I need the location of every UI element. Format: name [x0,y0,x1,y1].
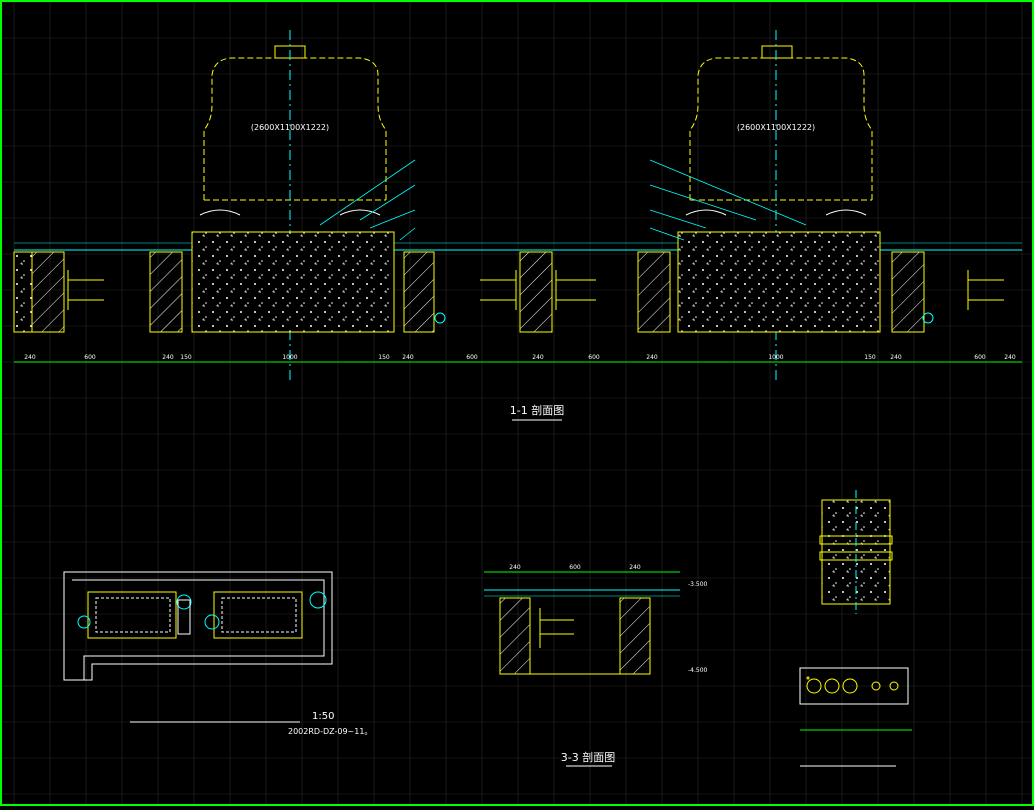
dimension-label: 240 [24,354,36,361]
foundation-right [678,232,880,332]
elev-3-3-top: -3.500 [688,581,708,588]
dimension-label: 600 [84,354,96,361]
dimension-label: 600 [588,354,600,361]
dimension-label: 600 [974,354,986,361]
plan-view: 1:50 2002RD-DZ-09~11。 [64,572,372,736]
dimension-label: 150 [864,354,876,361]
dimension-label: 240 [532,354,544,361]
section-3-3-title: 3-3 剖面图 [561,750,615,764]
plan-note-ref: 2002RD-DZ-09~11。 [288,727,372,736]
dimension-label: 600 [466,354,478,361]
dimension-label: 240 [646,354,658,361]
dimension-label: 150 [378,354,390,361]
plan-scale: 1:50 [312,711,334,722]
dimension-labels-1-1: 240 600 240 150 1000 150 240 600 240 600 240 1000 15… [24,354,1016,361]
dimension-label: 150 [180,354,192,361]
dim-3-3-b: 600 [569,564,581,571]
generator-left-dim: (2600X1100X1222) [251,123,329,132]
dimension-label: 240 [162,354,174,361]
elev-3-3-bot: -4.500 [688,667,708,674]
dimension-label: 240 [890,354,902,361]
dimension-label: 1000 [768,354,783,361]
section-1-1-title: 1-1 剖面图 [510,403,564,417]
dimension-label: 240 [402,354,414,361]
dim-3-3-a: 240 [509,564,521,571]
section-3-3: 240 600 240 -3.500 -4.500 3-3 剖面图 [484,564,708,766]
dimension-label: 240 [1004,354,1016,361]
dim-3-3-c: 240 [629,564,641,571]
foundation-left [192,232,394,332]
dimension-label: 1000 [282,354,297,361]
generator-right-dim: (2600X1100X1222) [737,123,815,132]
cable-penetration-detail [800,490,912,766]
